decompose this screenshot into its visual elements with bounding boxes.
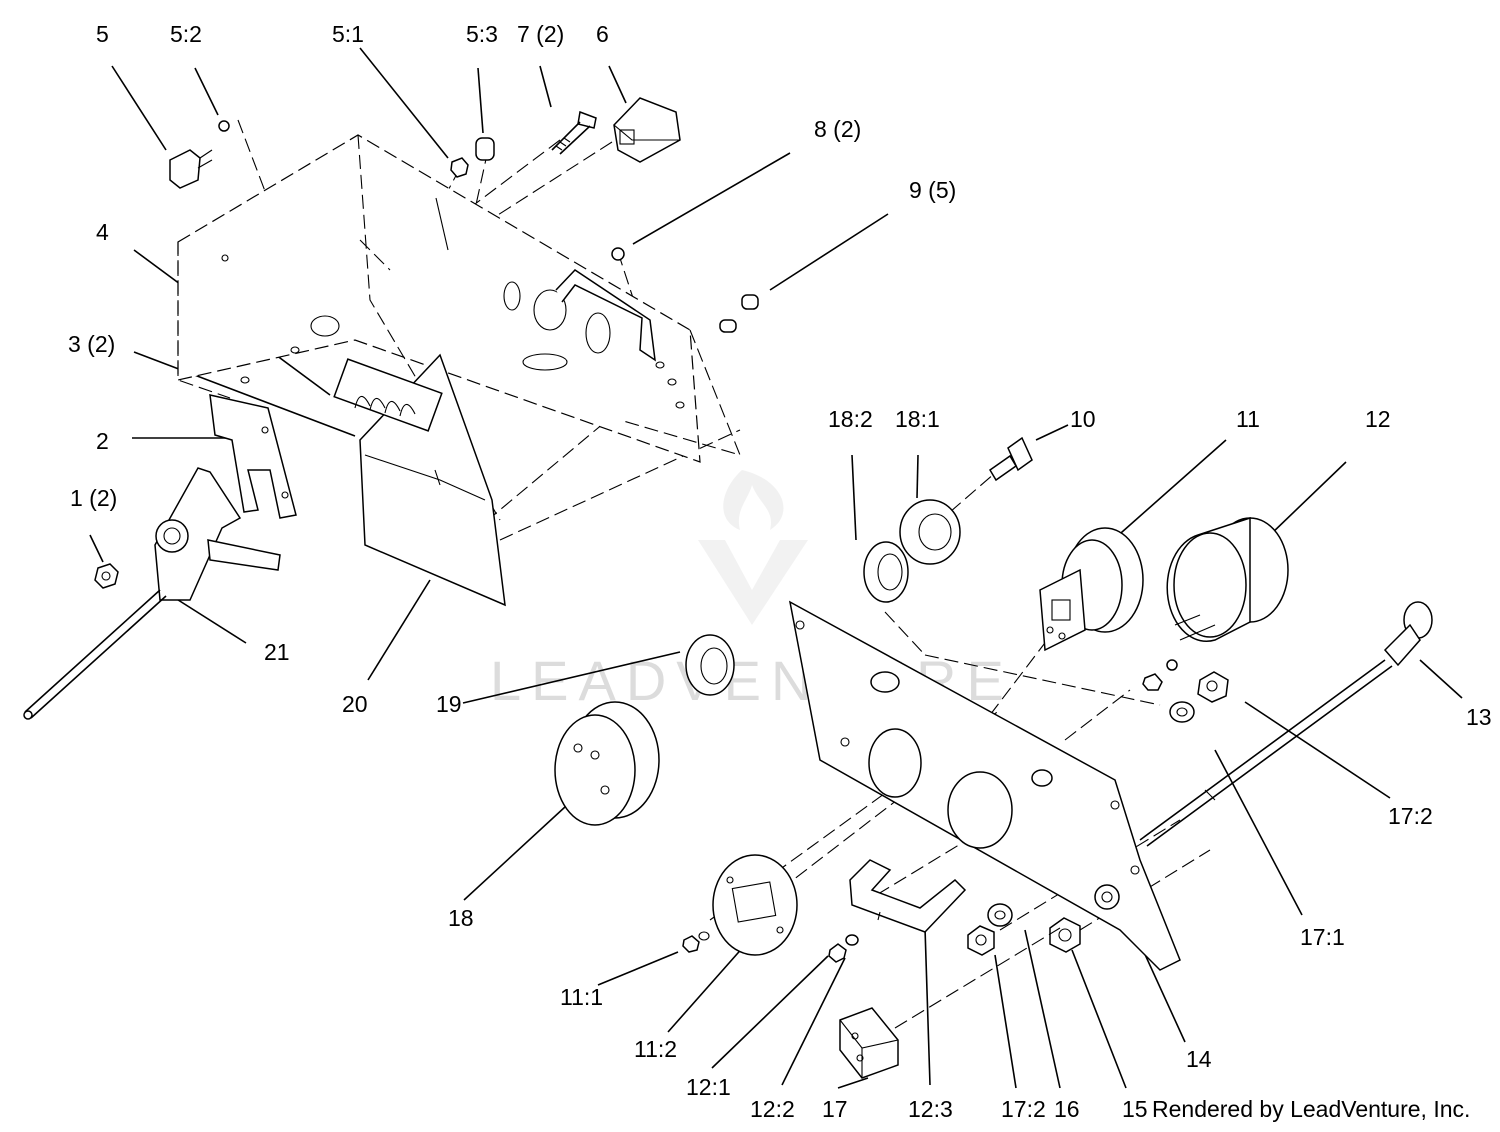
- part-5-3-spacer: [475, 137, 495, 161]
- part-20-circuit-board: [333, 353, 506, 607]
- label-8: 8 (2): [814, 116, 861, 142]
- label-3: 3 (2): [68, 331, 115, 357]
- part-15-nut: [1049, 917, 1081, 953]
- label-5-3: 5:3: [466, 21, 498, 47]
- label-4: 4: [96, 219, 109, 245]
- label-17: 17: [822, 1096, 848, 1122]
- label-18: 18: [448, 905, 474, 931]
- part-18-hourmeter: [554, 701, 660, 826]
- label-17-1: 17:1: [1300, 924, 1345, 950]
- label-9: 9 (5): [909, 177, 956, 203]
- part-21-lever: [23, 467, 281, 720]
- label-11: 11: [1236, 406, 1260, 432]
- label-1: 1 (2): [70, 485, 117, 511]
- part-10-key: [988, 436, 1033, 482]
- part-11-ignition-switch: [1039, 527, 1144, 652]
- small-nuts: [1142, 659, 1178, 691]
- label-16: 16: [1054, 1096, 1080, 1122]
- label-18-1: 18:1: [895, 406, 940, 432]
- label-15: 15: [1122, 1096, 1148, 1122]
- part-19-ring: [685, 634, 735, 696]
- part-17-2-nut-upper: [1197, 671, 1229, 703]
- label-17-2-lower: 17:2: [1001, 1096, 1046, 1122]
- part-2-bracket: [209, 394, 297, 519]
- label-5-1: 5:1: [332, 21, 364, 47]
- label-12: 12: [1365, 406, 1391, 432]
- part-17-1-washer: [1169, 701, 1195, 723]
- bracket: [555, 269, 656, 362]
- part-6-cap: [613, 97, 681, 163]
- part-5-knob: [169, 120, 230, 189]
- label-12-2: 12:2: [750, 1096, 795, 1122]
- label-11-1: 11:1: [560, 984, 603, 1010]
- label-18-2: 18:2: [828, 406, 873, 432]
- label-12-3: 12:3: [908, 1096, 953, 1122]
- part-8-nut: [611, 247, 625, 261]
- label-5-2: 5:2: [170, 21, 202, 47]
- label-13: 13: [1466, 704, 1492, 730]
- part-12-3-clamp: [849, 859, 967, 933]
- part-9-spacer: [719, 294, 759, 333]
- part-16-washer: [987, 903, 1013, 927]
- part-12-gauge: [1166, 516, 1289, 643]
- label-12-1: 12:1: [686, 1074, 731, 1100]
- label-6: 6: [596, 21, 609, 47]
- render-credit: Rendered by LeadVenture, Inc.: [1152, 1096, 1470, 1122]
- label-21: 21: [264, 639, 290, 665]
- part-12-1-nut: [828, 943, 847, 963]
- label-10: 10: [1070, 406, 1096, 432]
- part-labels: 5 5:2 5:1 5:3 7 (2) 6 8 (2) 9 (5) 4 3 (2…: [68, 21, 1492, 1122]
- control-panel-housing: [177, 134, 741, 521]
- label-11-2: 11:2: [634, 1036, 677, 1062]
- part-14-washer: [1094, 884, 1120, 910]
- label-17-2-upper: 17:2: [1388, 803, 1433, 829]
- part-18-1-nut: [899, 499, 961, 565]
- part-14-dash-panel: [788, 600, 1181, 971]
- part-13-choke-cable: [1139, 601, 1433, 847]
- label-7: 7 (2): [517, 21, 564, 47]
- label-2: 2: [96, 428, 109, 454]
- part-5-1-nut: [450, 157, 469, 178]
- part-12-2-washer: [845, 934, 859, 946]
- leader-lines: [89, 47, 1463, 1089]
- part-11-2-bezel: [712, 854, 798, 956]
- part-7-screw: [551, 110, 597, 155]
- label-19: 19: [436, 691, 462, 717]
- label-14: 14: [1186, 1046, 1212, 1072]
- label-20: 20: [342, 691, 368, 717]
- part-17-2-nut-lower: [967, 925, 995, 956]
- part-11-1-nut: [682, 931, 710, 953]
- label-5: 5: [96, 21, 109, 47]
- watermark-logo-icon: [698, 470, 808, 625]
- part-18-2-ring: [863, 541, 909, 603]
- part-1-nut: [94, 563, 119, 589]
- part-17-block: [839, 927, 1061, 1079]
